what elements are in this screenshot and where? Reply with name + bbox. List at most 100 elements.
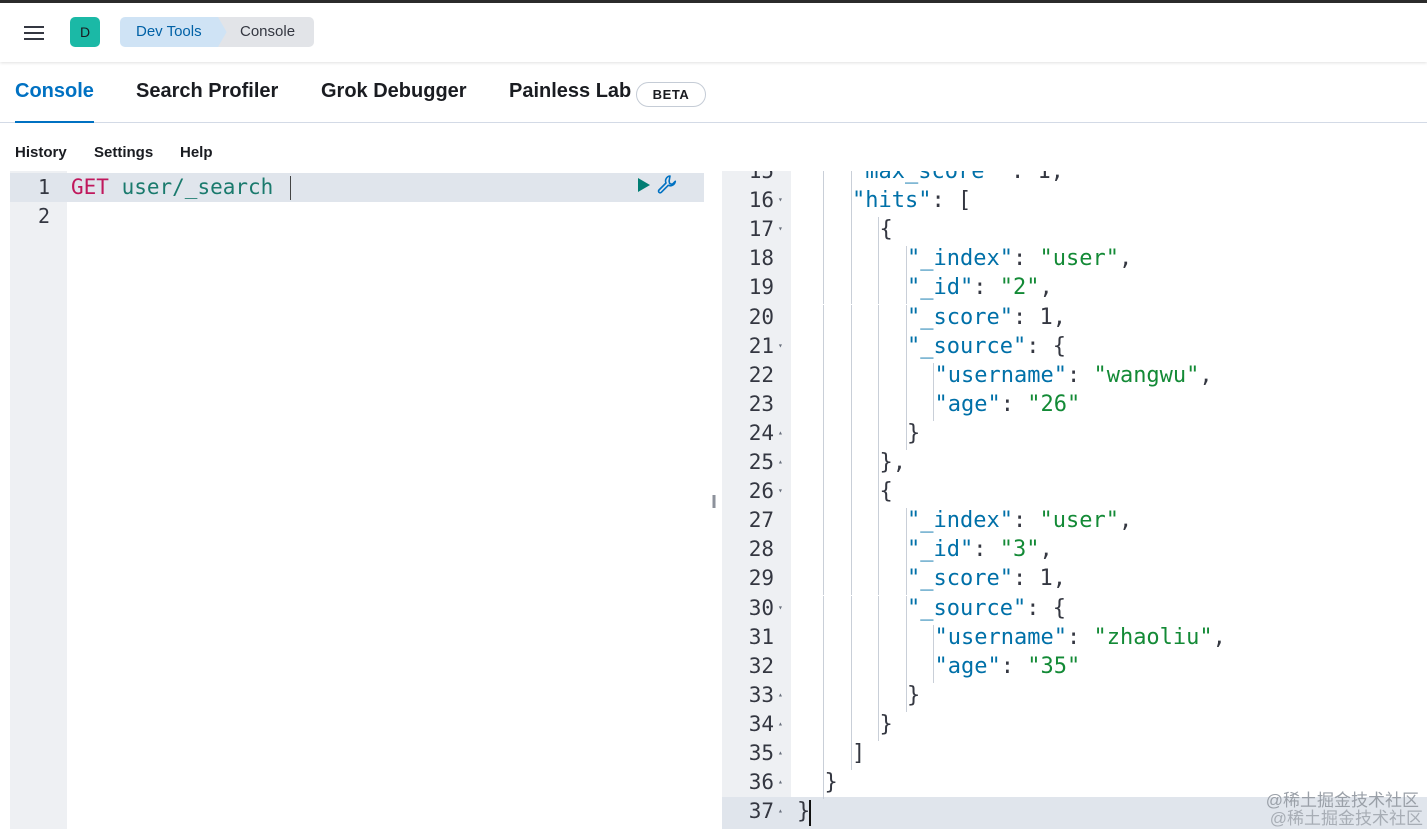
json-string: "user" (1039, 246, 1119, 272)
response-line: 16▾"hits": [ (722, 188, 1427, 218)
fold-toggle-icon[interactable]: ▴ (778, 806, 783, 816)
tab-painless-lab[interactable]: Painless Lab (509, 80, 632, 102)
beta-badge: BETA (636, 82, 706, 107)
response-line: 22"username": "wangwu", (722, 362, 1427, 392)
line-number: 18 (748, 246, 774, 271)
code-text: } (825, 770, 838, 795)
indent-guide (905, 653, 907, 683)
json-punctuation: } (797, 799, 811, 825)
line-number: 24 (748, 420, 774, 445)
json-punctuation: , (1039, 537, 1053, 563)
indent-guide (878, 508, 879, 538)
indent-guide (850, 275, 852, 305)
indent-guide (905, 420, 907, 450)
json-punctuation: , (1199, 362, 1213, 388)
indent-guide (823, 246, 824, 276)
indent-guide (823, 537, 824, 567)
json-punctuation: : (1012, 508, 1040, 534)
tab-console[interactable]: Console (15, 80, 94, 123)
play-icon[interactable] (636, 176, 652, 194)
response-line: 24▴} (722, 420, 1427, 450)
indent-guide (933, 362, 934, 392)
wrench-icon[interactable] (656, 173, 678, 195)
fold-toggle-icon[interactable]: ▾ (778, 195, 783, 205)
json-string: "26" (1027, 391, 1081, 417)
json-key: "_score" (907, 566, 1013, 592)
indent-guide (850, 391, 852, 421)
json-string: "wangwu" (1093, 362, 1200, 388)
indent-guide (823, 188, 824, 218)
request-gutter (10, 171, 67, 829)
json-punctuation: , (1039, 275, 1053, 301)
dev-tools-tabs: Console Search Profiler Grok Debugger Pa… (0, 62, 1427, 123)
indent-guide (850, 217, 852, 247)
request-line[interactable]: GET user/_search (71, 175, 273, 199)
json-key: "age" (934, 391, 1001, 417)
response-line: 26▾{ (722, 479, 1427, 509)
indent-guide (905, 508, 907, 538)
space-avatar[interactable]: D (70, 17, 100, 47)
indent-guide (933, 624, 934, 654)
code-text: "hits": [ (852, 188, 971, 213)
fold-toggle-icon[interactable]: ▴ (778, 427, 783, 437)
help-link[interactable]: Help (180, 144, 213, 161)
line-number: 30 (748, 595, 774, 620)
response-gutter (722, 171, 791, 829)
response-line: 33▴} (722, 682, 1427, 712)
request-editor[interactable]: 1 2 GET user/_search (10, 171, 704, 829)
json-punctuation: : [ (931, 188, 972, 214)
json-punctuation: : (1000, 653, 1028, 679)
fold-toggle-icon[interactable]: ▴ (778, 748, 783, 757)
line-number: 23 (748, 391, 774, 416)
hamburger-menu-icon[interactable] (22, 23, 48, 43)
fold-toggle-icon[interactable]: ▾ (778, 340, 783, 350)
code-text: { (880, 479, 893, 504)
fold-toggle-icon[interactable]: ▴ (778, 457, 783, 466)
indent-guide (905, 246, 907, 276)
fold-toggle-icon[interactable]: ▴ (778, 777, 783, 787)
json-punctuation: : (1000, 391, 1028, 417)
code-text: { (880, 217, 893, 242)
fold-toggle-icon[interactable]: ▴ (778, 689, 783, 699)
fold-toggle-icon[interactable]: ▾ (778, 486, 783, 496)
indent-guide (878, 333, 879, 363)
json-string: "zhaoliu" (1093, 624, 1213, 650)
settings-link[interactable]: Settings (94, 144, 154, 161)
json-key: "_index" (907, 246, 1013, 272)
tab-grok-debugger[interactable]: Grok Debugger (321, 80, 467, 102)
fold-toggle-icon[interactable]: ▾ (778, 602, 783, 612)
response-line: 37▴} (722, 799, 1427, 828)
breadcrumb-dev-tools[interactable]: Dev Tools (120, 17, 228, 47)
json-punctuation: { (879, 217, 893, 243)
indent-guide (878, 537, 879, 567)
panel-resizer[interactable]: || (704, 171, 722, 829)
indent-guide (878, 391, 879, 421)
indent-guide (905, 275, 907, 305)
json-key: "_score" (907, 304, 1013, 330)
code-text: } (907, 683, 920, 708)
json-punctuation: : (1066, 624, 1094, 650)
history-link[interactable]: History (15, 144, 67, 161)
json-punctuation: } (907, 682, 921, 708)
json-key: "max_score" (852, 171, 998, 184)
indent-guide (823, 217, 824, 247)
response-line: 28"_id": "3", (722, 537, 1427, 567)
response-line: 29"_score": 1, (722, 566, 1427, 596)
indent-guide (878, 246, 879, 276)
json-punctuation: : { (1026, 333, 1066, 359)
fold-toggle-icon[interactable]: ▾ (778, 224, 783, 234)
json-punctuation: : (1066, 362, 1094, 388)
indent-guide (850, 304, 852, 334)
response-viewer[interactable]: 15"max_score" : 1,16▾"hits": [17▾{18"_in… (722, 171, 1427, 829)
fold-toggle-icon[interactable]: ▴ (778, 718, 783, 728)
indent-guide (850, 595, 852, 625)
tab-search-profiler[interactable]: Search Profiler (136, 80, 279, 102)
json-punctuation: : (973, 275, 1000, 301)
indent-guide (850, 188, 852, 218)
response-line: 18"_index": "user", (722, 246, 1427, 276)
indent-guide (823, 479, 824, 509)
indent-guide (823, 508, 824, 538)
json-punctuation: : 1, (997, 171, 1064, 184)
request-path: user/_search (108, 175, 274, 199)
indent-guide (905, 333, 907, 363)
